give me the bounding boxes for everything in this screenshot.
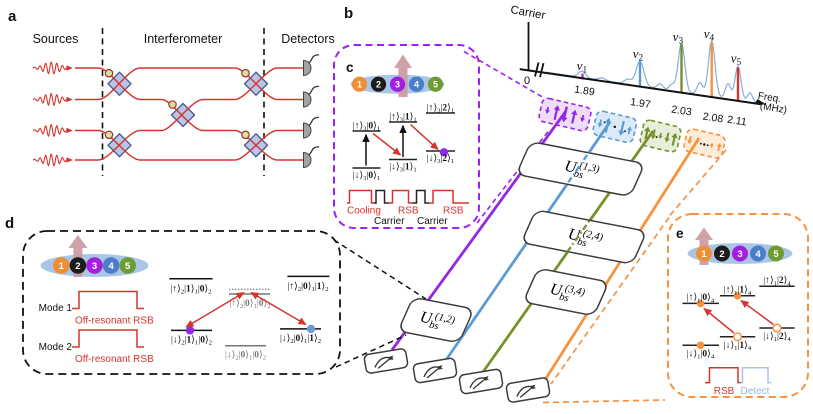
svg-text:4: 4	[414, 80, 419, 90]
svg-text:Ubs(3,4): Ubs(3,4)	[548, 280, 587, 308]
svg-text:1.89: 1.89	[573, 84, 595, 99]
svg-text:3: 3	[92, 261, 97, 272]
svg-text:|↑⟩3|1⟩1: |↑⟩3|1⟩1	[389, 111, 416, 123]
svg-text:ν1: ν1	[577, 58, 588, 76]
svg-text:d: d	[5, 215, 14, 232]
svg-text:2: 2	[75, 261, 80, 272]
svg-text:e: e	[676, 226, 684, 241]
svg-text:2.08: 2.08	[702, 111, 724, 126]
svg-text:|↑⟩1|1⟩4: |↑⟩1|1⟩4	[724, 285, 752, 297]
svg-text:Mode 2: Mode 2	[39, 342, 73, 353]
svg-text:ν5: ν5	[731, 51, 742, 69]
svg-text:Ubs(2,4): Ubs(2,4)	[566, 225, 605, 253]
svg-text:|↑⟩3|2⟩1: |↑⟩3|2⟩1	[427, 102, 454, 114]
svg-text:|↓⟩1|0⟩4: |↓⟩1|0⟩4	[687, 348, 715, 360]
svg-text:1: 1	[357, 80, 362, 90]
svg-text:2.11: 2.11	[726, 114, 747, 129]
svg-text:1.97: 1.97	[629, 96, 651, 111]
svg-text:|↓⟩1|1⟩4: |↓⟩1|1⟩4	[724, 340, 752, 352]
svg-text:c: c	[346, 60, 354, 75]
svg-text:Detectors: Detectors	[281, 32, 335, 46]
svg-text:3: 3	[395, 80, 400, 90]
svg-text:Off-resonant RSB: Off-resonant RSB	[75, 316, 154, 327]
svg-text:Interferometer: Interferometer	[144, 32, 223, 46]
svg-text:Freq.: Freq.	[757, 91, 782, 106]
svg-text:ν2: ν2	[633, 46, 644, 64]
svg-text:RSB: RSB	[443, 206, 464, 217]
svg-text:b: b	[344, 5, 353, 22]
svg-text:5: 5	[125, 261, 131, 272]
svg-text:ν3: ν3	[673, 29, 684, 47]
svg-text:4: 4	[755, 249, 761, 260]
svg-text:|↓⟩3|2⟩1: |↓⟩3|2⟩1	[427, 153, 454, 165]
svg-text:5: 5	[433, 80, 438, 90]
svg-text:3: 3	[737, 249, 742, 260]
svg-text:Carrier: Carrier	[374, 216, 405, 227]
svg-text:|↑⟩2|1⟩1|0⟩2: |↑⟩2|1⟩1|0⟩2	[170, 284, 211, 296]
svg-text:|↓⟩3|0⟩1: |↓⟩3|0⟩1	[353, 170, 380, 182]
svg-text:|↑⟩3|0⟩1: |↑⟩3|0⟩1	[353, 120, 380, 132]
svg-text:ν4: ν4	[704, 26, 715, 44]
svg-text:Mode 1: Mode 1	[39, 303, 73, 314]
svg-text:2: 2	[719, 249, 724, 260]
svg-text:Cooling: Cooling	[347, 206, 381, 217]
svg-text:(MHz): (MHz)	[759, 101, 788, 116]
svg-text:2: 2	[376, 80, 381, 90]
svg-text:|↑⟩1|2⟩4: |↑⟩1|2⟩4	[763, 275, 791, 287]
svg-text:|↓⟩1|2⟩4: |↓⟩1|2⟩4	[763, 331, 791, 343]
svg-text:5: 5	[773, 249, 779, 260]
svg-text:|↓⟩2|0⟩1|0⟩2: |↓⟩2|0⟩1|0⟩2	[225, 350, 266, 362]
svg-text:1: 1	[59, 261, 65, 272]
svg-text:|↓⟩2|0⟩1|1⟩2: |↓⟩2|0⟩1|1⟩2	[280, 333, 321, 345]
svg-text:4: 4	[108, 261, 114, 272]
svg-text:|↓⟩2|1⟩1|0⟩2: |↓⟩2|1⟩1|0⟩2	[171, 335, 212, 347]
svg-text:Off-resonant RSB: Off-resonant RSB	[75, 354, 154, 365]
svg-text:|↑⟩1|0⟩4: |↑⟩1|0⟩4	[687, 292, 715, 304]
svg-text:0: 0	[524, 75, 530, 87]
svg-text:RSB: RSB	[398, 206, 419, 217]
svg-text:Sources: Sources	[33, 32, 79, 46]
svg-text:2.03: 2.03	[670, 104, 692, 119]
svg-text:Carrier: Carrier	[417, 216, 448, 227]
svg-text:|↑⟩2|0⟩1|1⟩2: |↑⟩2|0⟩1|1⟩2	[287, 281, 328, 293]
svg-text:1: 1	[701, 249, 707, 260]
svg-text:a: a	[8, 8, 17, 25]
svg-text:|↓⟩3|1⟩1: |↓⟩3|1⟩1	[389, 162, 416, 174]
svg-text:RSB: RSB	[714, 386, 735, 397]
svg-text:Detect: Detect	[741, 386, 770, 397]
